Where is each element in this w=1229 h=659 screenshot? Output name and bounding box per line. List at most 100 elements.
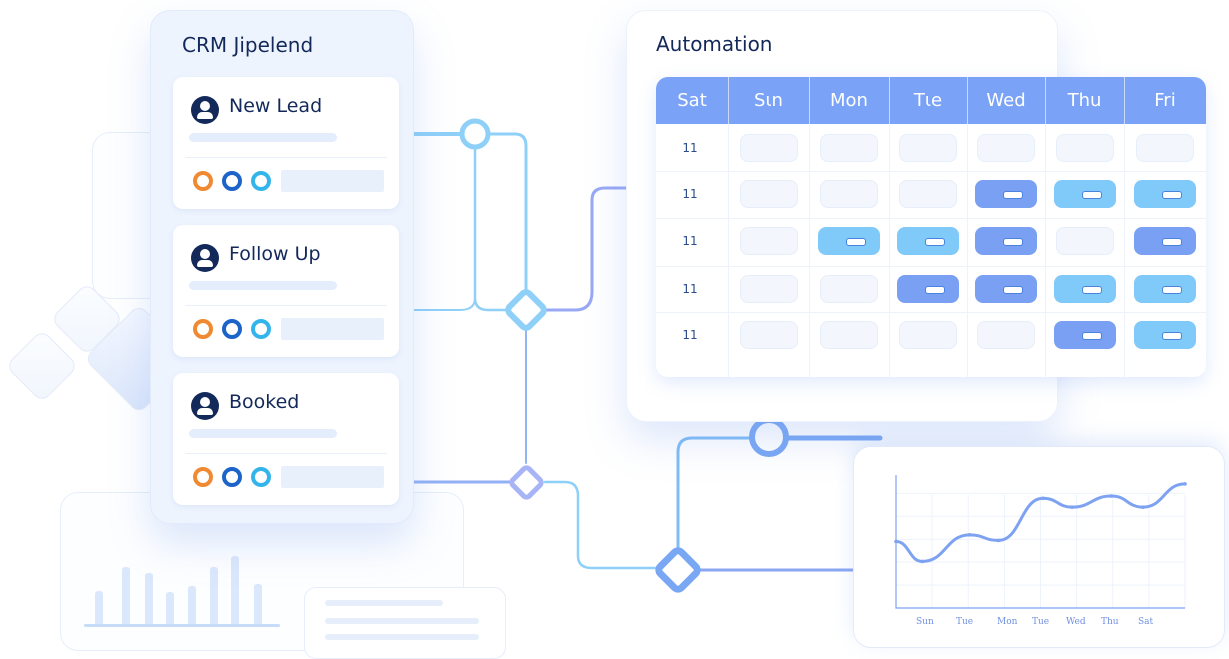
grid-line bbox=[656, 312, 1206, 313]
text-card bbox=[304, 587, 506, 659]
schedule-slot-empty[interactable] bbox=[820, 321, 878, 349]
row-label: 11 bbox=[673, 228, 707, 254]
mini-bar-chart bbox=[84, 540, 280, 627]
schedule-slot-active[interactable] bbox=[1134, 275, 1196, 303]
schedule-slot-active[interactable] bbox=[897, 227, 959, 255]
schedule-slot-active[interactable] bbox=[975, 180, 1037, 208]
slot-toggle-icon bbox=[1081, 332, 1102, 340]
x-tick-label: Sun bbox=[916, 617, 934, 627]
slot-toggle-icon bbox=[1162, 191, 1182, 199]
pipeline-card-booked[interactable]: Booked bbox=[173, 373, 399, 505]
schedule-slot-empty[interactable] bbox=[820, 180, 878, 208]
connector-node-diamond bbox=[655, 547, 701, 593]
card-field[interactable] bbox=[281, 318, 384, 340]
slot-toggle-icon bbox=[1003, 191, 1023, 199]
grid-line bbox=[656, 218, 1206, 219]
schedule-slot-empty[interactable] bbox=[1136, 134, 1194, 162]
day-header[interactable]: Tιe bbox=[889, 77, 968, 124]
calendar-header: Sat Sιn Mon Tιe Wed Thu Fri bbox=[656, 77, 1206, 124]
divider bbox=[185, 305, 387, 306]
connector-line bbox=[543, 480, 660, 570]
schedule-slot-active[interactable] bbox=[975, 227, 1037, 255]
user-circle-icon bbox=[191, 96, 219, 124]
status-dot-orange bbox=[193, 319, 213, 339]
axis bbox=[895, 475, 1185, 609]
schedule-slot-empty[interactable] bbox=[820, 134, 878, 162]
schedule-slot-active[interactable] bbox=[1053, 180, 1116, 208]
text-line bbox=[325, 634, 479, 640]
schedule-slot-empty[interactable] bbox=[899, 321, 957, 349]
card-title: Follow Up bbox=[229, 243, 321, 265]
schedule-slot-active[interactable] bbox=[975, 275, 1037, 303]
connector-line bbox=[488, 132, 528, 292]
x-tick-label: Wed bbox=[1066, 617, 1086, 627]
schedule-slot-active[interactable] bbox=[897, 275, 959, 303]
slot-toggle-icon bbox=[846, 238, 866, 246]
day-header[interactable]: Sιn bbox=[728, 77, 810, 124]
schedule-slot-empty[interactable] bbox=[977, 321, 1035, 349]
status-dot-cyan bbox=[251, 171, 271, 191]
grid-line bbox=[809, 124, 810, 377]
row-label: 11 bbox=[673, 181, 707, 207]
card-field[interactable] bbox=[281, 170, 384, 192]
connector-node-diamond bbox=[505, 289, 547, 331]
grid-line bbox=[1045, 124, 1046, 377]
slot-toggle-icon bbox=[925, 286, 945, 294]
day-header[interactable]: Sat bbox=[656, 77, 729, 124]
x-tick-label: Sat bbox=[1138, 617, 1154, 627]
row-label: 11 bbox=[673, 276, 707, 302]
divider bbox=[185, 157, 387, 158]
schedule-slot-active[interactable] bbox=[818, 227, 880, 255]
schedule-slot-empty[interactable] bbox=[739, 180, 798, 208]
schedule-slot-empty[interactable] bbox=[899, 180, 957, 208]
connector-node-diamond bbox=[509, 465, 544, 500]
data-point bbox=[996, 538, 1001, 543]
pipeline-card-follow-up[interactable]: Follow Up bbox=[173, 225, 399, 357]
bar bbox=[231, 555, 239, 624]
schedule-slot-active[interactable] bbox=[1134, 227, 1196, 255]
bar bbox=[188, 586, 196, 624]
schedule-slot-empty[interactable] bbox=[739, 321, 798, 349]
slot-toggle-icon bbox=[1081, 286, 1102, 294]
text-line bbox=[325, 600, 443, 606]
card-field[interactable] bbox=[281, 466, 384, 488]
slot-toggle-icon bbox=[1081, 191, 1102, 199]
x-tick-label: Tue bbox=[956, 617, 974, 627]
x-tick-label: Thu bbox=[1101, 617, 1119, 627]
bar bbox=[145, 572, 153, 624]
line-chart-card bbox=[853, 446, 1225, 648]
schedule-slot-empty[interactable] bbox=[739, 275, 798, 303]
slot-toggle-icon bbox=[1003, 238, 1023, 246]
x-tick-label: Tue bbox=[1032, 617, 1050, 627]
user-circle-icon bbox=[191, 244, 219, 272]
card-title: New Lead bbox=[229, 95, 323, 117]
bar bbox=[166, 591, 174, 624]
pipeline-card-new-lead[interactable]: New Lead bbox=[173, 77, 399, 209]
row-label: 11 bbox=[673, 322, 707, 348]
connector-node-circle bbox=[749, 417, 789, 457]
schedule-slot-active[interactable] bbox=[1053, 321, 1116, 349]
schedule-slot-empty[interactable] bbox=[1055, 134, 1114, 162]
day-header[interactable]: Wed bbox=[967, 77, 1046, 124]
divider bbox=[185, 453, 387, 454]
schedule-slot-empty[interactable] bbox=[739, 227, 798, 255]
day-header[interactable]: Mon bbox=[809, 77, 890, 124]
schedule-slot-empty[interactable] bbox=[739, 134, 798, 162]
schedule-slot-empty[interactable] bbox=[899, 134, 957, 162]
schedule-slot-active[interactable] bbox=[1134, 180, 1196, 208]
data-point bbox=[967, 533, 972, 537]
day-header[interactable]: Thu bbox=[1045, 77, 1125, 124]
schedule-slot-active[interactable] bbox=[1053, 275, 1116, 303]
data-point bbox=[1183, 482, 1187, 486]
status-dot-blue bbox=[222, 319, 242, 339]
schedule-slot-empty[interactable] bbox=[1055, 227, 1114, 255]
status-dot-blue bbox=[222, 171, 242, 191]
schedule-slot-empty[interactable] bbox=[820, 275, 878, 303]
schedule-slot-empty[interactable] bbox=[977, 134, 1035, 162]
day-header[interactable]: Fri bbox=[1154, 90, 1176, 111]
status-dot-cyan bbox=[251, 319, 271, 339]
text-line bbox=[325, 618, 479, 624]
schedule-slot-active[interactable] bbox=[1134, 321, 1196, 349]
